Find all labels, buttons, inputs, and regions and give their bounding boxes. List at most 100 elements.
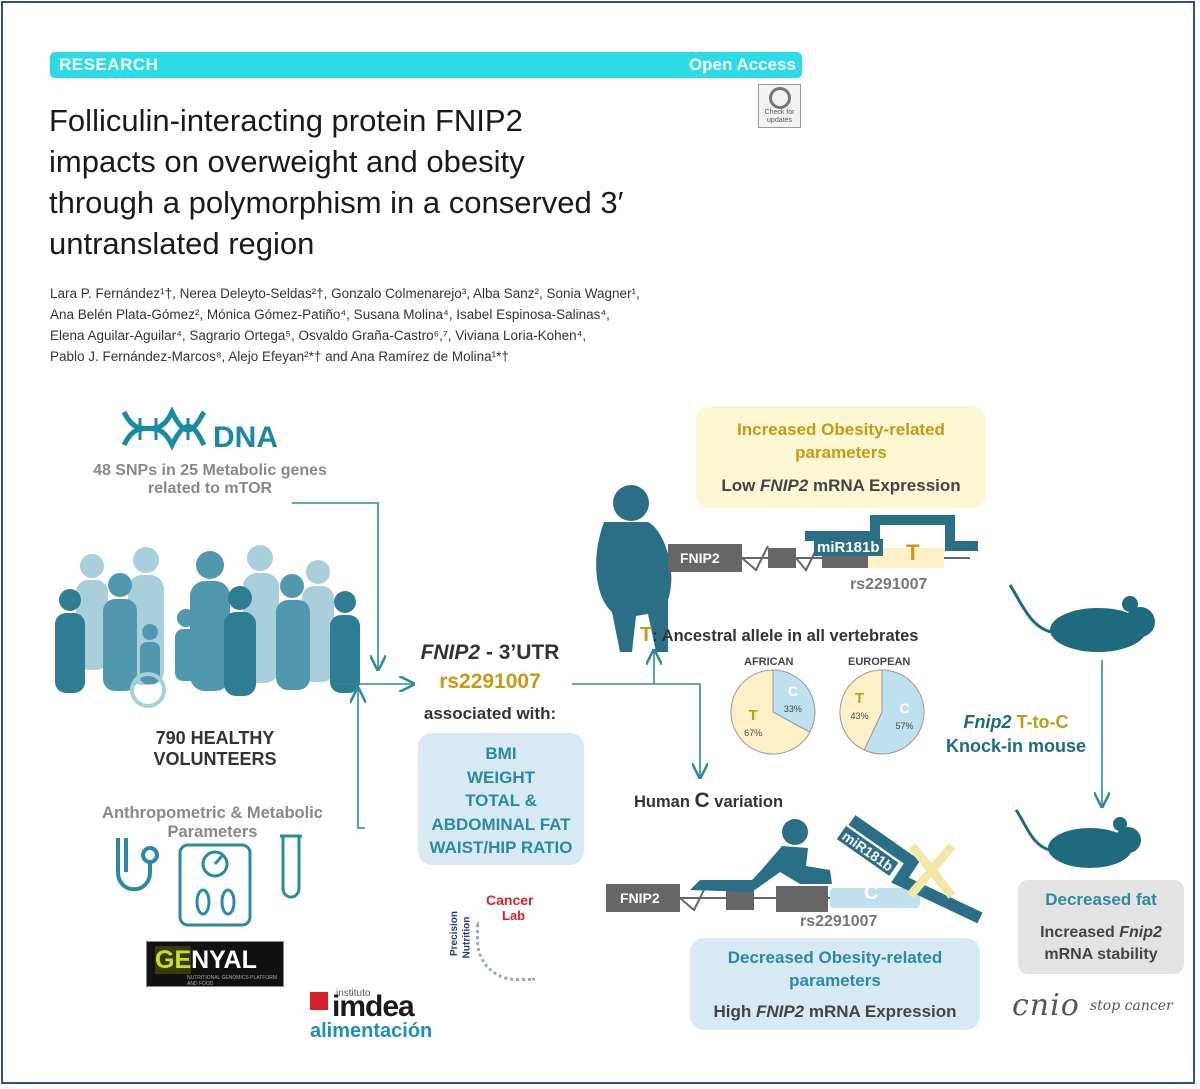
knock-gene: Fnip2 (963, 712, 1012, 732)
lab-nutrition-text: Nutrition (461, 916, 473, 959)
high-gene: FNIP2 (755, 1002, 805, 1021)
inc-gene: Fnip2 (1119, 924, 1162, 941)
high-suffix: mRNA Expression (804, 1002, 957, 1021)
dna-helix-icon (121, 406, 207, 451)
banner-open-access-label: Open Access (688, 55, 796, 74)
snps-line2: related to mTOR (147, 480, 273, 497)
pie-slice-c (863, 669, 925, 755)
title-line: impacts on overweight and obesity (49, 144, 525, 179)
decreased-fat-box: Decreased fat Increased Fnip2 mRNA stabi… (1018, 880, 1184, 974)
lab-cancer-text: Cancer (486, 892, 534, 908)
snp-id-center: rs2291007 (439, 670, 541, 693)
utr-text: - 3’UTR (480, 641, 560, 664)
stethoscope-icon (116, 838, 159, 892)
traits-box: BMI WEIGHT TOTAL & ABDOMINAL FAT WAIST/H… (418, 733, 584, 865)
increased-line2: parameters (795, 443, 887, 462)
ancestral-text: : Ancestral allele in all vertebrates (652, 627, 919, 645)
human-c: C (694, 789, 710, 812)
pie-title-african: AFRICAN (744, 656, 794, 668)
test-tube-icon (280, 834, 302, 899)
fnip2-gene-diagram-bottom (606, 884, 920, 912)
increased-line1: Increased Obesity-related (737, 420, 945, 439)
inc-prefix: Increased (1040, 924, 1120, 941)
anthro-line2: Parameters (167, 823, 258, 841)
title-line: through a polymorphism in a conserved 3′ (49, 185, 624, 220)
weighing-scale-icon (178, 843, 252, 927)
precision-nutrition-lab-logo: Cancer Lab Precision Nutrition (449, 888, 540, 986)
snp-id-top: rs2291007 (850, 576, 928, 593)
mouse-icon-top (1008, 584, 1155, 652)
flow-arrows (292, 502, 1102, 829)
dna-label: DNA (213, 421, 278, 454)
trait-item: ABDOMINAL FAT (431, 814, 571, 834)
author-line: Pablo J. Fernández-Marcos⁸, Alejo Efeyan… (50, 349, 509, 364)
pie-category-label: C (788, 683, 798, 699)
human-c-variation-label: Human C variation (634, 789, 783, 813)
fnip2-box-label-top: FNIP2 (680, 550, 720, 566)
author-list: Lara P. Fernández¹†, Nerea Deleyto-Selda… (50, 283, 790, 367)
genyal-rest: NYAL (191, 946, 257, 974)
sitting-person-icon (690, 819, 832, 892)
trait-item: WEIGHT (467, 767, 535, 787)
pie-title-european: EUROPEAN (848, 656, 911, 668)
fnip2-utr-label: FNIP2 - 3’UTR (410, 641, 570, 665)
volunteers-line1: 790 HEALTHY (155, 728, 275, 748)
volunteers-label: 790 HEALTHY VOLUNTEERS (100, 728, 330, 770)
ancestral-allele-label: T: Ancestral allele in all vertebrates (640, 624, 918, 647)
snps-line1: 48 SNPs in 25 Metabolic genes (93, 462, 327, 479)
author-line: Lara P. Fernández¹†, Nerea Deleyto-Selda… (50, 286, 640, 301)
check-updates-line1: Check for (764, 109, 795, 116)
author-line: Elena Aguilar-Aguilar⁴, Sagrario Ortega⁵… (50, 328, 587, 343)
high-prefix: High (713, 1002, 756, 1021)
low-expression-label: Low FNIP2 mRNA Expression (696, 476, 986, 496)
research-banner: RESEARCH Open Access (50, 52, 802, 78)
mouse-icon-bottom (1014, 809, 1141, 868)
fnip2-gene-diagram-top (668, 515, 978, 572)
high-expression-label: High FNIP2 mRNA Expression (690, 1002, 980, 1022)
allele-frequency-pies: C33%T67%C57%T43% (730, 669, 925, 755)
knock-line2: Knock-in mouse (945, 736, 1087, 756)
banner-research-label: RESEARCH (59, 55, 159, 74)
decreased-obesity-box: Decreased Obesity-related parameters Hig… (690, 938, 980, 1030)
obese-person-icon (596, 485, 672, 652)
trait-item: TOTAL & (465, 791, 537, 810)
trait-item: BMI (485, 744, 517, 763)
check-updates-icon (768, 87, 791, 109)
stability-label: Increased Fnip2 mRNA stability (1018, 922, 1184, 966)
knock-in-mouse-label: Fnip2 T-to-C Knock-in mouse (932, 710, 1100, 758)
stop-cancer-tagline: stop cancer (1090, 998, 1173, 1014)
pie-percent-label: 33% (784, 704, 802, 714)
crowd-silhouette-icon (55, 545, 360, 708)
pie-category-label: T (855, 690, 864, 707)
decreased-line2: parameters (789, 971, 881, 990)
author-line: Ana Belén Plata-Gómez², Mónica Gómez-Pat… (50, 307, 610, 322)
fnip2-exon-box (668, 544, 742, 572)
pie-percent-label: 67% (744, 728, 762, 738)
associated-with-label: associated with: (423, 704, 557, 723)
decreased-fat-label: Decreased fat (1045, 890, 1157, 909)
genyal-logo: GENYAL NUTRITIONAL GENOMICS PLATFORM AND… (146, 941, 284, 987)
pie-percent-label: 43% (850, 711, 868, 721)
stability-line2: mRNA stability (1044, 946, 1158, 963)
pie-slice-t (839, 669, 883, 751)
allele-t-top: T (906, 540, 920, 565)
knock-line1: Fnip2 T-to-C (932, 710, 1100, 734)
knock-tc: T-to-C (1011, 712, 1069, 732)
check-for-updates-badge[interactable]: Check for updates (758, 84, 801, 128)
pie-category-label: T (749, 707, 758, 724)
imdea-big: imdea (332, 990, 415, 1023)
volunteers-line2: VOLUNTEERS (153, 749, 277, 769)
pie-percent-label: 57% (896, 721, 914, 731)
fnip2-gene-italic: FNIP2 (420, 641, 481, 664)
paper-title: Folliculin-interacting protein FNIP2 imp… (49, 100, 769, 264)
lab-precision-text: Precision (449, 910, 461, 957)
trait-item: WAIST/HIP RATIO (429, 838, 573, 857)
ancestral-t: T (640, 624, 653, 646)
mir181b-label-top: miR181b (814, 539, 883, 556)
check-updates-line2: updates (767, 117, 792, 124)
stability-line1: Increased Fnip2 (1018, 922, 1184, 944)
title-line: Folliculin-interacting protein FNIP2 (49, 103, 523, 138)
low-gene: FNIP2 (760, 476, 809, 495)
human-suffix: variation (709, 793, 784, 811)
